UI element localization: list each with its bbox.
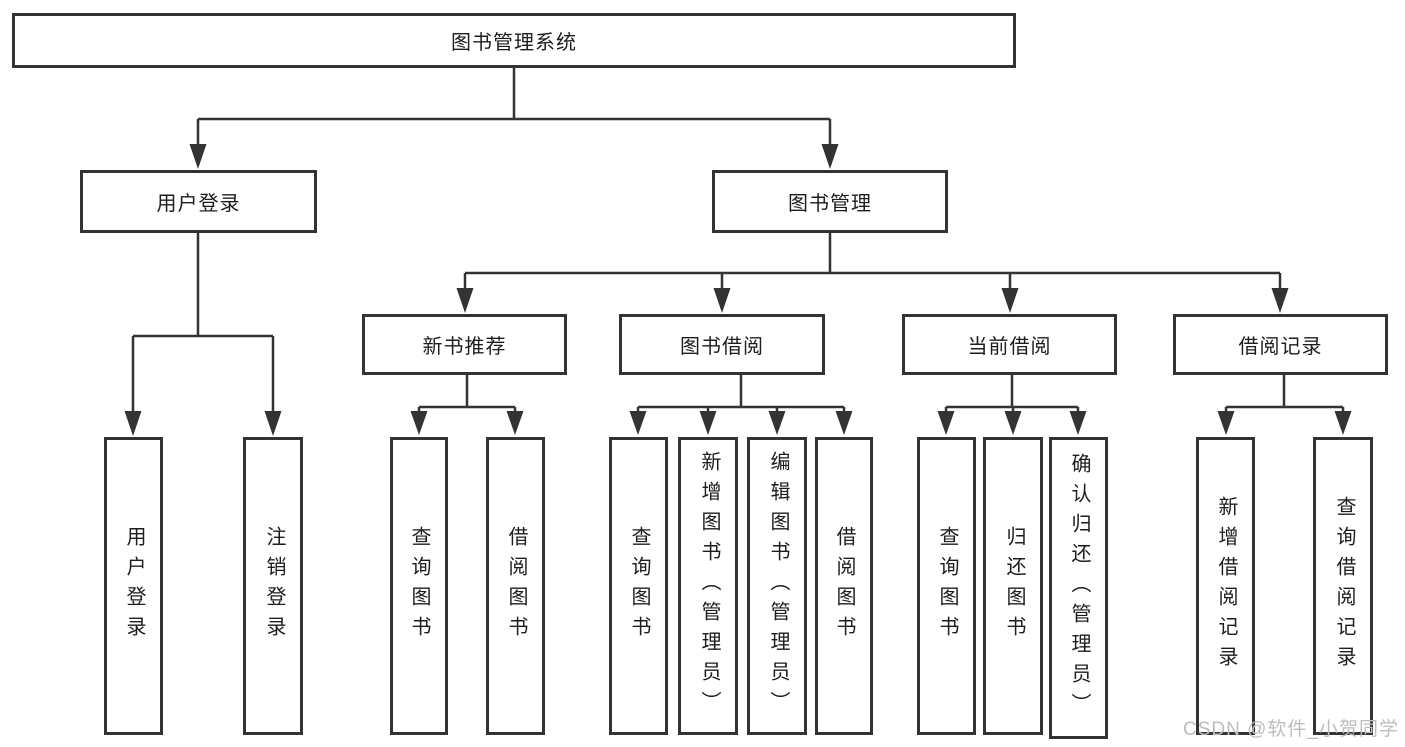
- connector-book-borrow-to-leaves: [629, 375, 853, 435]
- node-new-book-rec: 新书推荐: [362, 314, 567, 375]
- leaf-return-books: 归还图书: [983, 437, 1043, 735]
- leaf-rec-borrow-books: 借阅图书: [486, 437, 545, 735]
- node-root: 图书管理系统: [12, 13, 1016, 68]
- leaf-borrow-query-books: 查询图书: [609, 437, 668, 735]
- connector-book-mgmt-to-level3: [456, 233, 1289, 313]
- connector-root-to-level2: [189, 68, 839, 169]
- leaf-add-books-admin: 新增图书（管理员）: [678, 437, 738, 735]
- node-borrow-record: 借阅记录: [1173, 314, 1388, 375]
- leaf-add-borrow-record: 新增借阅记录: [1196, 437, 1255, 735]
- node-current-borrow: 当前借阅: [902, 314, 1117, 375]
- connector-borrow-record-to-leaves: [1217, 375, 1352, 435]
- leaf-confirm-return-admin: 确认归还（管理员）: [1049, 437, 1108, 739]
- node-book-mgmt: 图书管理: [712, 170, 948, 233]
- leaf-borrow-books: 借阅图书: [815, 437, 873, 735]
- connector-user-login-to-leaves: [124, 233, 282, 436]
- leaf-user-login: 用户登录: [104, 437, 163, 735]
- leaf-query-borrow-record: 查询借阅记录: [1313, 437, 1373, 735]
- leaf-current-query-books: 查询图书: [917, 437, 976, 735]
- connector-new-book-rec-to-leaves: [410, 375, 524, 435]
- node-book-borrow: 图书借阅: [619, 314, 825, 375]
- node-user-login: 用户登录: [80, 170, 317, 233]
- leaf-edit-books-admin: 编辑图书（管理员）: [747, 437, 807, 735]
- watermark: CSDN @软件_小贺同学: [1183, 719, 1399, 740]
- leaf-rec-query-books: 查询图书: [390, 437, 448, 735]
- leaf-logout: 注销登录: [243, 437, 303, 735]
- connector-current-borrow-to-leaves: [937, 375, 1087, 435]
